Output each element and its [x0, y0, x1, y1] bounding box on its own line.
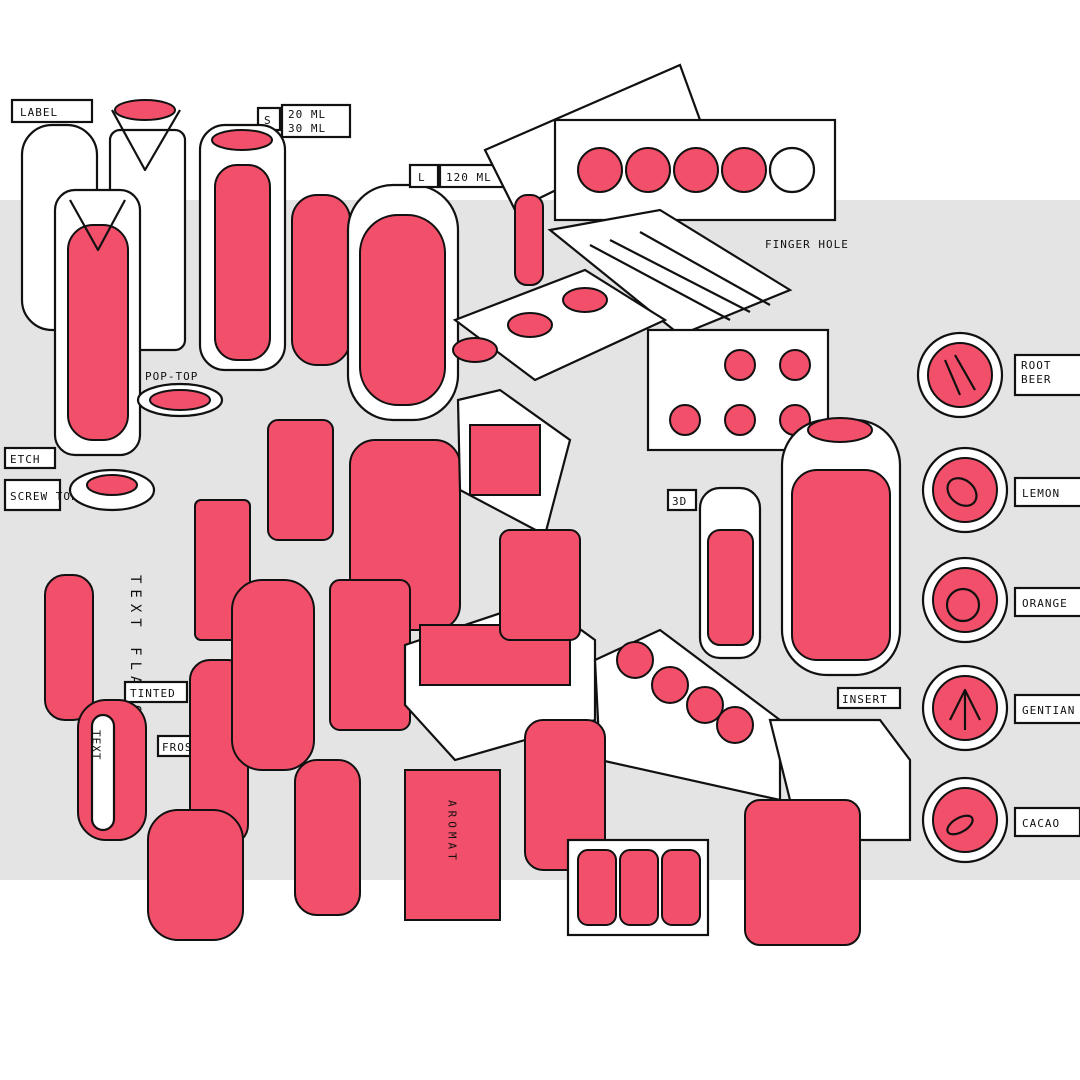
pop-top-funnel: POP-TOP: [136, 370, 224, 418]
text-label: TEXT: [90, 730, 103, 761]
vial-box: [547, 208, 793, 337]
insert-text: INSERT: [842, 693, 888, 706]
aromat-bag: AROMAT: [404, 769, 501, 921]
flavor-lemon: LEMON: [921, 446, 1080, 534]
round-bottle: [231, 579, 315, 771]
finger-hole-text: FINGER HOLE: [765, 238, 849, 251]
capped-bottle: [267, 419, 334, 541]
label-text: LABEL: [20, 106, 58, 119]
pop-top-text: POP-TOP: [145, 370, 198, 383]
tinted-bottle: TINTED: [44, 574, 189, 721]
cacao-text: CACAO: [1022, 817, 1060, 830]
root-beer-spices-icon: [943, 354, 976, 396]
flavor-orange: ORANGE: [921, 556, 1080, 644]
lemon-icon: [946, 477, 978, 507]
tube-vial: [514, 194, 544, 286]
gentian-flower-icon: [949, 688, 981, 730]
jar-3d: 3D: [666, 486, 762, 660]
flavor-cacao: CACAO: [921, 776, 1080, 864]
flavor-gentian: GENTIAN: [921, 664, 1080, 752]
root-beer-text: ROOT BEER: [1021, 359, 1052, 386]
vial-crate: [456, 388, 572, 537]
orange-text: ORANGE: [1022, 597, 1068, 610]
screw-top: ETCH SCREW TOP: [3, 446, 156, 512]
capsule-cup: [744, 799, 861, 946]
size-l-text: L: [418, 171, 426, 184]
finger-hole-tray: FINGER HOLE: [483, 63, 849, 251]
size-s-text: S: [264, 114, 272, 127]
volume-text: 20 ML: [288, 108, 326, 121]
tall-vial: [53, 188, 142, 457]
cacao-pod-icon: [946, 814, 974, 836]
tall-jar: [780, 417, 902, 677]
three-d-text: 3D: [672, 495, 687, 508]
small-bottle: S 20 ML 30 ML: [198, 103, 352, 372]
aromat-text: AROMAT: [446, 800, 459, 864]
pod-tray: [452, 268, 668, 382]
milk-bottle: [294, 759, 361, 916]
etch-text: ETCH: [10, 453, 41, 466]
square-bottle: [524, 719, 606, 871]
cup-jar: [147, 809, 244, 941]
gentian-text: GENTIAN: [1022, 704, 1075, 717]
flavor-root-beer: [916, 331, 1080, 419]
orange-icon: [945, 587, 981, 623]
tinted-text: TINTED: [130, 687, 176, 700]
three-pack: [566, 838, 710, 937]
screw-top-text: SCREW TOP: [10, 490, 79, 503]
large-volume-text: 120 ML: [446, 171, 492, 184]
lemon-text: LEMON: [1022, 487, 1060, 500]
large-bottle: L 120 ML: [346, 163, 517, 422]
volume-alt-text: 30 ML: [288, 122, 326, 135]
